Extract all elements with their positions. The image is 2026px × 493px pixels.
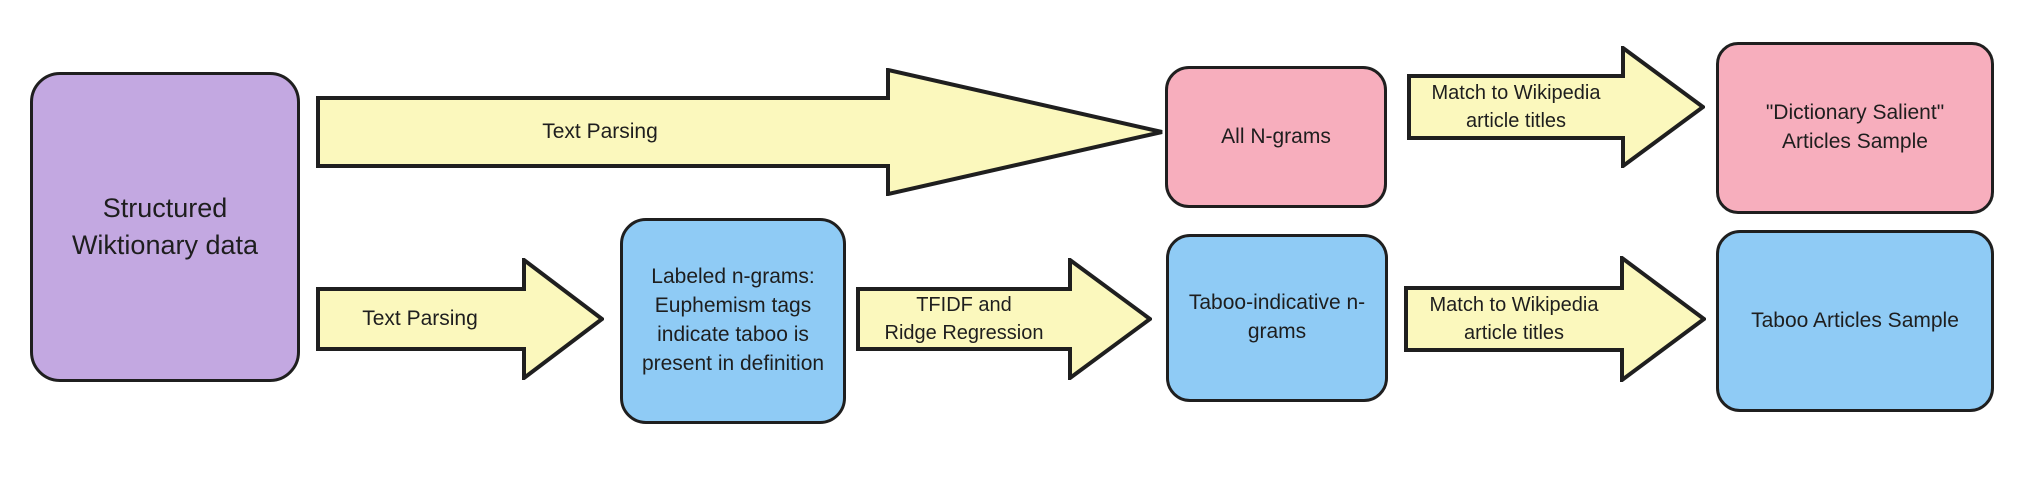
arrow-match-wikipedia-top[interactable] <box>1407 46 1705 168</box>
node-label: All N-grams <box>1221 124 1331 148</box>
arrow-shape-icon <box>1407 46 1705 168</box>
node-label: Taboo Articles Sample <box>1751 308 1959 332</box>
node-taboo-indicative-n-grams[interactable]: Taboo-indicative n- grams <box>1166 234 1388 402</box>
node-label: Structured Wiktionary data <box>71 192 259 260</box>
node-all-n-grams[interactable]: All N-grams <box>1165 66 1387 208</box>
node-label: Labeled n-grams: Euphemism tags indicate… <box>641 265 825 375</box>
arrow-tfidf-ridge[interactable] <box>856 258 1152 380</box>
node-labeled-n-grams[interactable]: Labeled n-grams: Euphemism tags indicate… <box>620 218 846 424</box>
arrow-shape-icon <box>316 68 1163 196</box>
arrow-text-parsing-top[interactable] <box>316 68 1164 196</box>
node-label: "Dictionary Salient" Articles Sample <box>1765 101 1945 153</box>
arrow-shape-icon <box>856 258 1152 380</box>
arrow-match-wikipedia-bottom[interactable] <box>1404 256 1706 382</box>
arrow-shape-icon <box>1404 256 1706 382</box>
node-label: Taboo-indicative n- grams <box>1188 291 1366 343</box>
arrow-text-parsing-bottom[interactable] <box>316 258 604 380</box>
node-taboo-articles-sample[interactable]: Taboo Articles Sample <box>1716 230 1994 412</box>
arrow-shape-icon <box>316 258 604 380</box>
node-structured-wiktionary-data[interactable]: Structured Wiktionary data <box>30 72 300 382</box>
node-dictionary-salient-articles-sample[interactable]: "Dictionary Salient" Articles Sample <box>1716 42 1994 214</box>
